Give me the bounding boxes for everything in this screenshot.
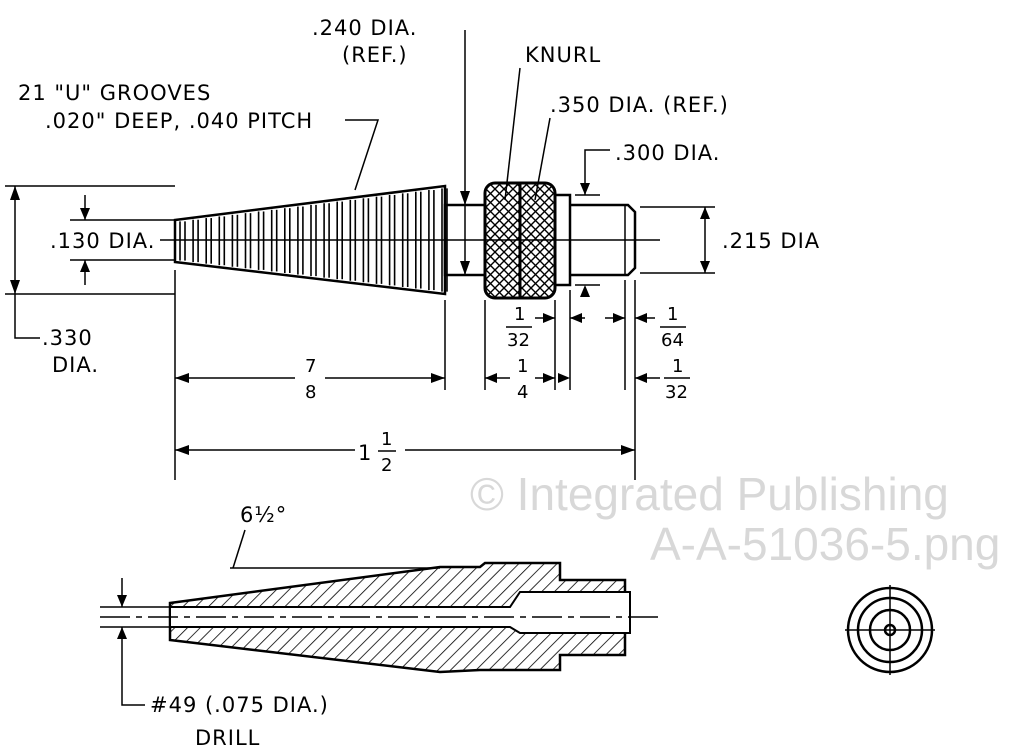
watermark: © Integrated Publishing A-A-51036-5.png xyxy=(470,468,1000,570)
label-dia-130: .130 DIA. xyxy=(50,229,155,253)
label-knurl: KNURL xyxy=(525,43,601,67)
svg-text:1: 1 xyxy=(358,441,372,465)
svg-text:4: 4 xyxy=(517,382,528,403)
section-view: 6½° #49 (.075 DIA.) DRILL xyxy=(100,503,660,750)
label-dia-215: .215 DIA xyxy=(722,229,820,253)
label-dia-330: .330 xyxy=(42,326,93,350)
label-grooves-2: .020" DEEP, .040 PITCH xyxy=(45,109,313,133)
svg-text:1: 1 xyxy=(517,356,528,377)
end-cylinder xyxy=(570,203,637,277)
end-view xyxy=(845,585,935,675)
label-ref-240: (REF.) xyxy=(342,43,408,67)
svg-text:1: 1 xyxy=(672,356,683,377)
svg-text:1: 1 xyxy=(667,304,678,325)
watermark-line-2: A-A-51036-5.png xyxy=(650,518,1000,570)
dim-1-4: 1 4 xyxy=(517,356,528,403)
dim-1-32-upper: 1 32 xyxy=(506,304,532,351)
label-dia-240: .240 DIA. xyxy=(312,16,417,40)
side-view: .240 DIA. (REF.) KNURL .350 DIA. (REF.) … xyxy=(5,16,820,480)
label-grooves-1: 21 "U" GROOVES xyxy=(18,81,211,105)
svg-text:8: 8 xyxy=(305,382,316,403)
label-dia-300: .300 DIA. xyxy=(615,141,720,165)
svg-text:32: 32 xyxy=(665,382,688,403)
svg-text:1: 1 xyxy=(381,429,392,450)
grooved-cone xyxy=(173,184,447,296)
svg-text:7: 7 xyxy=(305,356,316,377)
dim-1-32-lower: 1 32 xyxy=(664,356,690,403)
dim-7-8: 7 8 xyxy=(305,356,316,403)
svg-text:1: 1 xyxy=(514,304,525,325)
dim-1-64: 1 64 xyxy=(660,304,686,351)
svg-text:64: 64 xyxy=(661,330,684,351)
dim-1-1-2: 1 1 2 xyxy=(358,429,396,476)
label-dia-350: .350 DIA. (REF.) xyxy=(550,93,729,117)
svg-text:2: 2 xyxy=(381,455,392,476)
step xyxy=(553,193,572,287)
svg-text:32: 32 xyxy=(507,330,530,351)
grooves xyxy=(179,188,448,292)
label-dia-330-unit: DIA. xyxy=(52,353,99,377)
watermark-line-1: © Integrated Publishing xyxy=(470,468,949,520)
label-drill-2: DRILL xyxy=(195,726,260,750)
label-angle: 6½° xyxy=(240,503,287,527)
label-drill-1: #49 (.075 DIA.) xyxy=(150,693,329,717)
